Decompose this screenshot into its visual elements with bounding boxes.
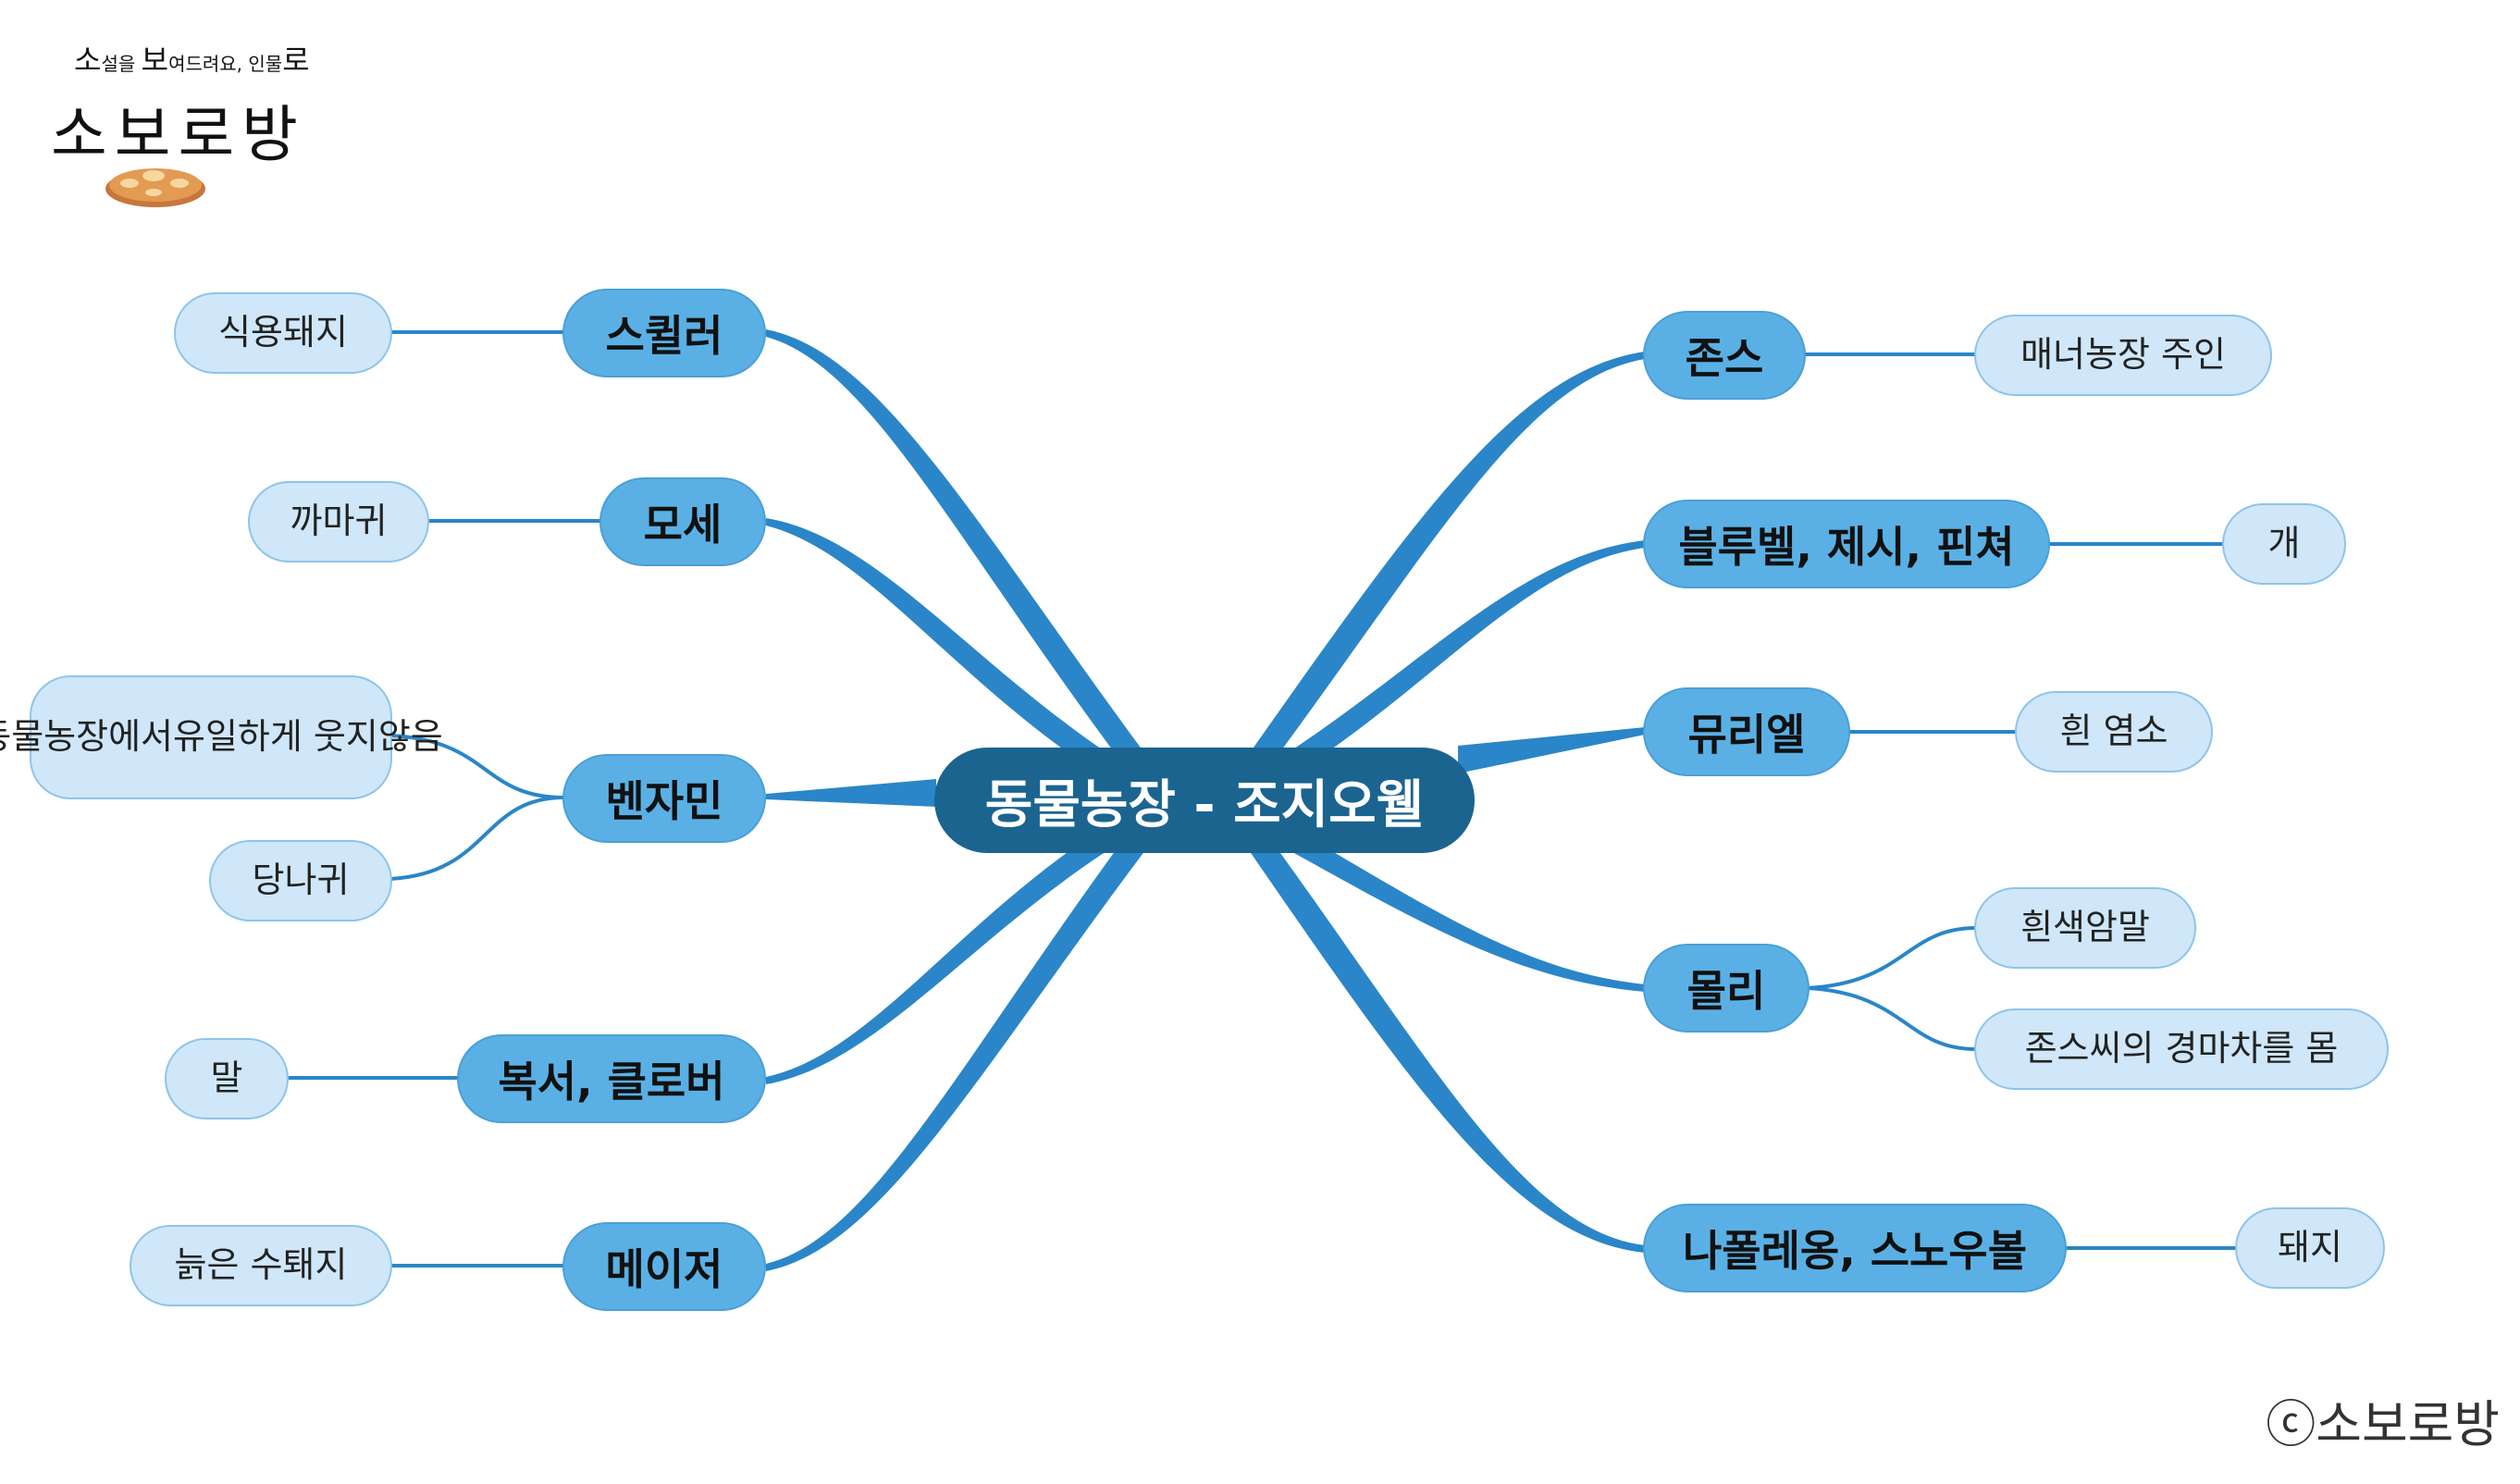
branch-line (766, 329, 1145, 764)
leaf-connectors (287, 330, 2237, 1268)
center-topic[interactable]: 동물농장 - 조지오웰 (934, 748, 1475, 853)
character-node-mollie[interactable]: 몰리 (1643, 944, 1810, 1033)
leaf-moses-role: 까마귀 (248, 481, 429, 563)
logo-tagline: 소설을 보여드려요, 인물로 (74, 43, 310, 78)
branch-line (766, 518, 1127, 779)
leaf-squealer-role: 식용돼지 (174, 292, 392, 374)
leaf-mollie-role: 흰색암말 (1974, 887, 2196, 969)
branch-line (1249, 352, 1645, 764)
character-node-major[interactable]: 메이저 (562, 1222, 766, 1311)
logo-name: 소보로방 (51, 99, 305, 170)
bread-icon (105, 168, 205, 207)
leaf-jones-role: 매너농장 주인 (1974, 315, 2272, 396)
character-node-napoleon-snowball[interactable]: 나폴레옹, 스노우볼 (1643, 1204, 2067, 1292)
leaf-boxer-clover-role: 말 (165, 1038, 289, 1119)
brand-logo: 소설을 보여드려요, 인물로 소보로방 (46, 37, 310, 222)
branch-line (766, 825, 1127, 1084)
branch-line (1267, 540, 1645, 779)
character-node-muriel[interactable]: 뮤리엘 (1643, 687, 1850, 776)
branch-line (1249, 840, 1645, 1253)
character-node-boxer-clover[interactable]: 복서, 클로버 (457, 1034, 766, 1123)
leaf-napoleon-snowball-role: 돼지 (2235, 1207, 2385, 1289)
branch-line (1458, 727, 1645, 773)
leaf-dogs-role: 개 (2222, 503, 2346, 585)
leaf-benjamin-role: 당나귀 (209, 840, 392, 921)
character-node-dogs[interactable]: 블루벨, 제시, 핀쳐 (1643, 500, 2050, 588)
character-node-jones[interactable]: 존스 (1643, 311, 1806, 400)
character-node-squealer[interactable]: 스퀼러 (562, 289, 766, 377)
leaf-major-role: 늙은 수퇘지 (130, 1225, 392, 1306)
leaf-benjamin-trait: 동물농장에서유일하게 웃지않음 (0, 675, 443, 799)
character-node-benjamin[interactable]: 벤자민 (562, 754, 766, 843)
leaf-mollie-trait: 존스씨의 경마차를 몸 (1974, 1008, 2389, 1090)
branch-line (766, 779, 936, 807)
copyright-notice: ⓒ소보로방 (2266, 1395, 2500, 1453)
leaf-muriel-role: 흰 염소 (2015, 691, 2213, 773)
branch-line (766, 840, 1145, 1271)
character-node-moses[interactable]: 모세 (599, 477, 766, 566)
